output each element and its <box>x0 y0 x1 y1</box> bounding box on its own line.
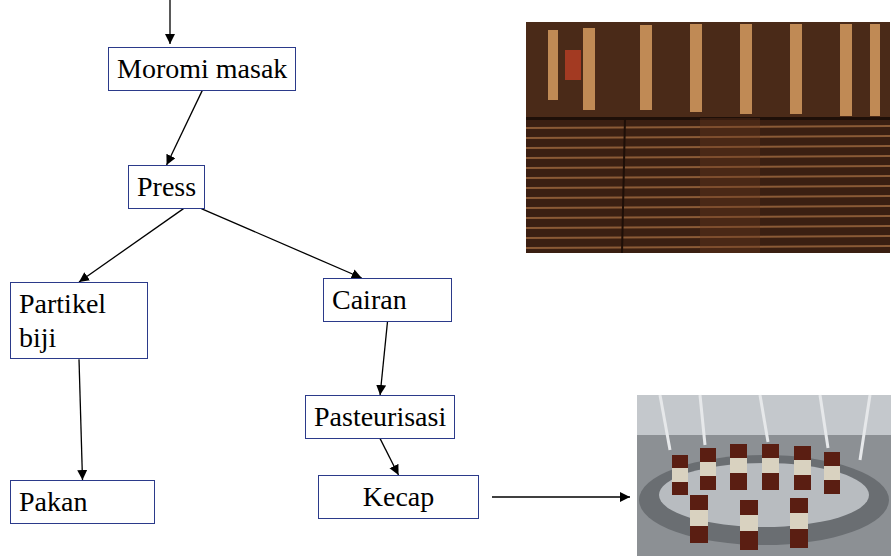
incoming-arrow <box>169 0 170 44</box>
box-label: Press <box>137 170 196 204</box>
press-photo <box>526 22 890 253</box>
process-box: Pasteurisasi <box>305 395 455 439</box>
flow-arrow <box>380 322 387 395</box>
box-label: Cairan <box>332 283 443 317</box>
process-box: Cairan <box>323 278 452 322</box>
flow-arrow <box>79 359 83 480</box>
box-label: Pakan <box>19 485 146 519</box>
box-label: Partikel biji <box>19 287 139 354</box>
process-box: Moromi masak <box>108 47 296 91</box>
flow-arrow <box>201 209 361 278</box>
bottling-photo <box>637 395 891 556</box>
flow-arrow <box>167 91 203 165</box>
flow-arrow <box>79 209 184 282</box>
output-arrow <box>492 496 630 497</box>
box-label: Moromi masak <box>117 52 287 86</box>
box-label: Pasteurisasi <box>314 400 446 434</box>
box-label: Kecap <box>327 480 470 514</box>
flow-arrow <box>380 439 398 475</box>
process-box: Press <box>128 165 205 209</box>
process-box: Pakan <box>10 480 155 524</box>
process-box: Kecap <box>318 475 479 519</box>
process-box: Partikel biji <box>10 282 148 359</box>
